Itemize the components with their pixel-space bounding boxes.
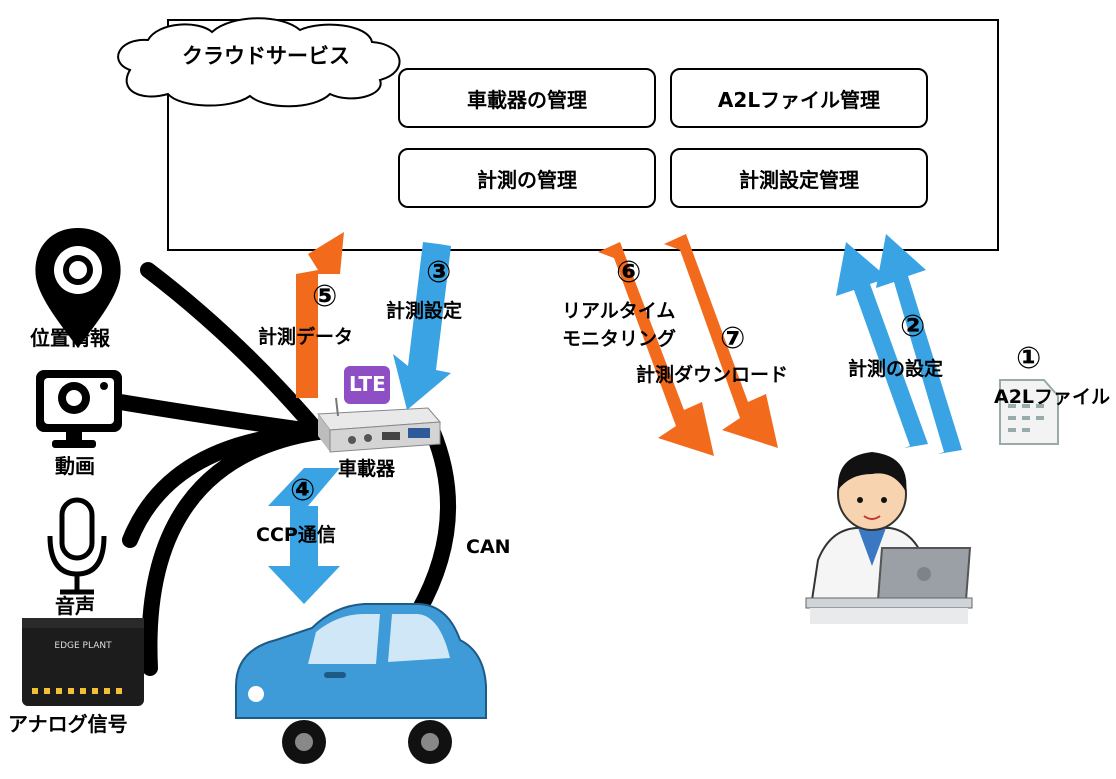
arrow-4-double — [268, 468, 340, 604]
label-audio: 音声 — [55, 594, 95, 618]
lte-badge-text: LTE — [349, 372, 386, 396]
camera-icon — [36, 370, 122, 448]
label-vehicle-unit: 車載器 — [338, 458, 396, 480]
label-location: 位置情報 — [30, 326, 110, 350]
arrow-1-blue — [876, 234, 962, 454]
step-1-number: ① — [1016, 341, 1042, 376]
box-measurement-settings-management[interactable]: 計測設定管理 — [670, 148, 928, 208]
step-3-number: ③ — [426, 255, 452, 290]
label-video: 動画 — [55, 454, 95, 478]
box-a2l-file-management[interactable]: A2Lファイル管理 — [670, 68, 928, 128]
arrow-6-orange — [598, 242, 714, 456]
cloud-shape — [117, 17, 401, 108]
location-pin-icon — [35, 228, 121, 348]
step-5-number: ⑤ — [312, 279, 338, 314]
arrow-5-orange — [296, 232, 344, 398]
arrow-3-blue — [393, 242, 451, 410]
step-2-number: ② — [900, 309, 926, 344]
step-2-label: 計測の設定 — [848, 358, 944, 380]
step-6-label-line2: モニタリング — [562, 328, 677, 350]
box-vehicle-unit-management[interactable]: 車載器の管理 — [398, 68, 656, 128]
cable-location — [140, 262, 326, 440]
device-brand-text: EDGE PLANT — [54, 641, 112, 651]
box-measurement-management[interactable]: 計測の管理 — [398, 148, 656, 208]
arrow-2-blue — [836, 242, 928, 448]
cloud-title: クラウドサービス — [182, 44, 350, 68]
step-3-label: 計測設定 — [386, 300, 463, 322]
step-7-number: ⑦ — [720, 321, 746, 356]
engineer-illustration — [805, 452, 973, 624]
lte-badge-icon — [344, 366, 390, 404]
cable-can — [410, 422, 456, 620]
step-4-label: CCP通信 — [256, 524, 336, 546]
label-analog: アナログ信号 — [8, 712, 128, 736]
microphone-icon — [47, 497, 107, 595]
analog-device-icon: EDGE PLANT — [22, 618, 144, 706]
step-6-label-line1: リアルタイム — [562, 300, 676, 322]
arrow-7-orange — [664, 234, 778, 448]
car-illustration — [235, 603, 487, 764]
step-5-label: 計測データ — [258, 326, 354, 348]
cables — [100, 262, 456, 676]
vehicle-unit-device — [317, 397, 442, 453]
step-4-number: ④ — [290, 473, 316, 508]
step-7-label: 計測ダウンロード — [636, 364, 789, 386]
arrows — [268, 232, 962, 604]
step-6-number: ⑥ — [616, 255, 642, 290]
label-can: CAN — [466, 536, 511, 558]
cable-analog — [141, 424, 326, 676]
a2l-file-icon — [999, 379, 1059, 445]
step-1-label: A2Lファイル — [994, 386, 1111, 408]
